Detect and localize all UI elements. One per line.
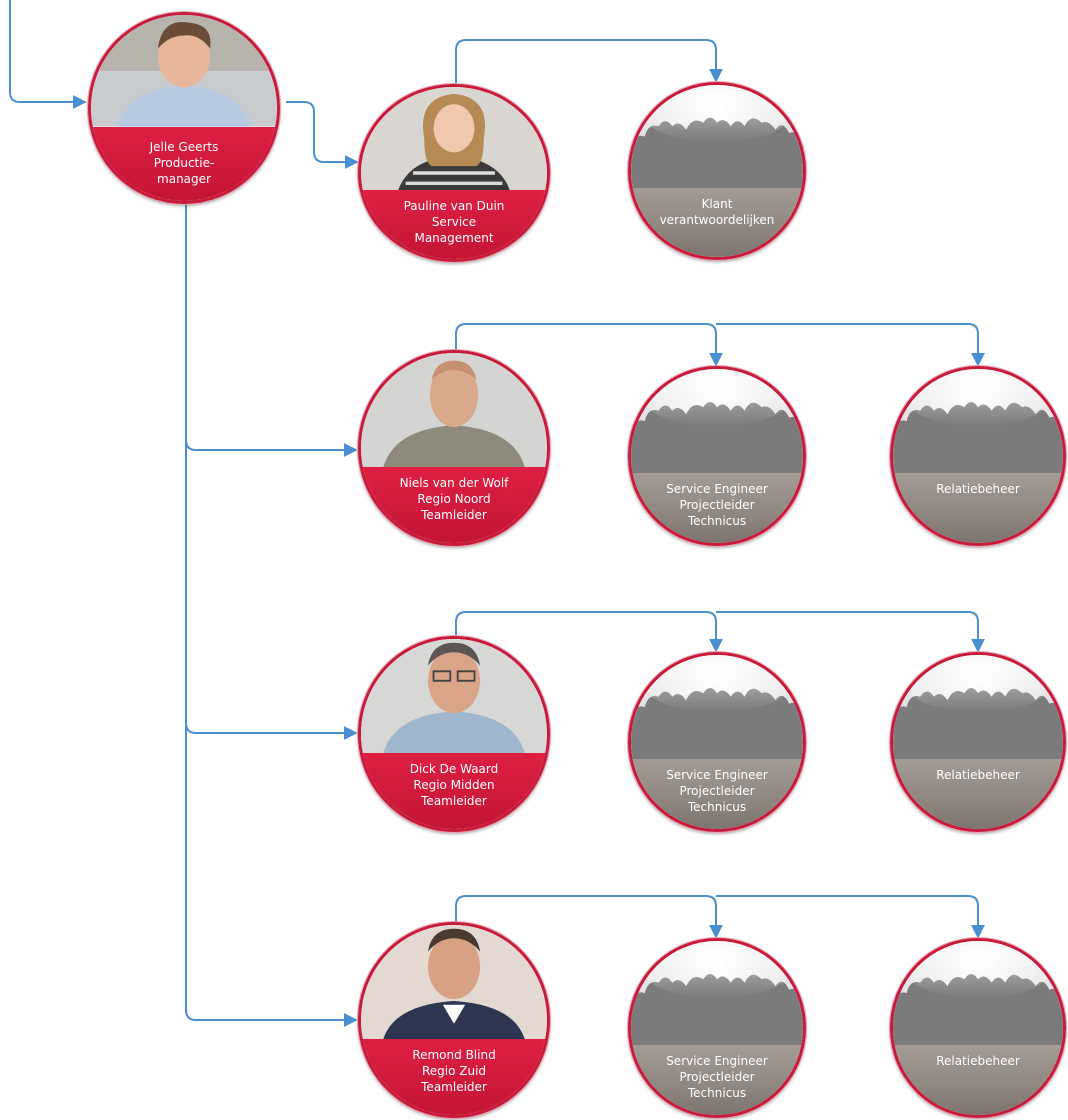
niels-caption: Niels van der Wolf Regio Noord Teamleide…	[361, 467, 547, 543]
group-silhouette-image	[631, 85, 803, 189]
team-line-2: Projectleider	[679, 784, 755, 799]
connector-jelle-pauline	[286, 101, 359, 169]
node-jelle-geerts: Jelle Geerts Productie- manager	[88, 12, 280, 204]
dick-caption: Dick De Waard Regio Midden Teamleider	[361, 753, 547, 829]
dick-photo	[361, 639, 547, 753]
pauline-photo	[361, 87, 547, 191]
pauline-role-2: Management	[414, 231, 494, 246]
remond-caption: Remond Blind Regio Zuid Teamleider	[361, 1039, 547, 1115]
pauline-name: Pauline van Duin	[403, 199, 505, 214]
team-line-2: Projectleider	[679, 1070, 755, 1085]
team-line-3: Technicus	[687, 800, 747, 815]
relatie-caption: Relatiebeheer	[893, 1045, 1063, 1115]
klant-line-1: Klant	[701, 197, 733, 212]
node-remond-blind: Remond Blind Regio Zuid Teamleider	[358, 922, 550, 1118]
jelle-name: Jelle Geerts	[149, 139, 219, 154]
group-silhouette-image	[893, 941, 1063, 1046]
group-silhouette-image	[893, 655, 1063, 760]
connector-jelle-dick	[185, 722, 358, 740]
relatie-line-1: Relatiebeheer	[936, 1054, 1020, 1069]
klant-line-2: verantwoordelijken	[659, 213, 775, 228]
remond-name: Remond Blind	[412, 1048, 496, 1062]
connector-niels-team	[455, 323, 723, 367]
remond-role: Teamleider	[421, 1080, 487, 1094]
node-niels-van-der-wolf: Niels van der Wolf Regio Noord Teamleide…	[358, 350, 550, 546]
group-silhouette-image	[631, 941, 803, 1046]
pauline-role: Service	[431, 215, 477, 230]
niels-region: Regio Noord	[417, 492, 491, 506]
team-line-1: Service Engineer	[666, 482, 768, 497]
node-midden-relatiebeheer: Relatiebeheer	[890, 652, 1066, 832]
dick-role: Teamleider	[421, 794, 487, 808]
group-silhouette-image	[631, 655, 803, 760]
niels-role: Teamleider	[421, 508, 487, 522]
remond-photo	[361, 925, 547, 1039]
relatie-line-1: Relatiebeheer	[936, 482, 1020, 497]
team-line-2: Projectleider	[679, 498, 755, 513]
jelle-caption: Jelle Geerts Productie- manager	[91, 126, 277, 201]
connector-pauline-klant	[455, 39, 723, 84]
node-dick-de-waard: Dick De Waard Regio Midden Teamleider	[358, 636, 550, 832]
remond-region: Regio Zuid	[421, 1064, 487, 1078]
relatie-caption: Relatiebeheer	[893, 759, 1063, 829]
connector-jelle-trunk	[185, 196, 358, 1027]
team-caption: Service Engineer Projectleider Technicus	[631, 473, 803, 543]
klant-caption: Klant verantwoordelijken	[631, 188, 803, 257]
team-line-1: Service Engineer	[666, 768, 768, 783]
team-caption: Service Engineer Projectleider Technicus	[631, 759, 803, 829]
relatie-caption: Relatiebeheer	[893, 473, 1063, 543]
niels-photo	[361, 353, 547, 467]
jelle-role: Productie-	[153, 155, 215, 170]
node-zuid-relatiebeheer: Relatiebeheer	[890, 938, 1066, 1118]
team-line-1: Service Engineer	[666, 1054, 768, 1069]
connector-dick-team	[455, 611, 723, 653]
node-midden-team: Service Engineer Projectleider Technicus	[628, 652, 806, 832]
team-line-3: Technicus	[687, 514, 747, 529]
niels-name: Niels van der Wolf	[399, 476, 509, 490]
jelle-role-2: manager	[157, 171, 211, 186]
relatie-line-1: Relatiebeheer	[936, 768, 1020, 783]
jelle-photo	[91, 15, 277, 127]
connector-remond-relatie	[716, 895, 985, 939]
connector-into-jelle	[9, 0, 87, 109]
group-silhouette-image	[893, 369, 1063, 474]
node-noord-relatiebeheer: Relatiebeheer	[890, 366, 1066, 546]
node-pauline-van-duin: Pauline van Duin Service Management	[358, 84, 550, 262]
team-line-3: Technicus	[687, 1086, 747, 1101]
connector-jelle-niels	[185, 439, 358, 457]
connector-remond-team	[455, 895, 723, 939]
connector-niels-relatie	[716, 323, 985, 367]
pauline-caption: Pauline van Duin Service Management	[361, 190, 547, 259]
node-noord-team: Service Engineer Projectleider Technicus	[628, 366, 806, 546]
dick-region: Regio Midden	[413, 778, 495, 792]
group-silhouette-image	[631, 369, 803, 474]
team-caption: Service Engineer Projectleider Technicus	[631, 1045, 803, 1115]
node-klant-verantwoordelijken: Klant verantwoordelijken	[628, 82, 806, 260]
connector-dick-relatie	[716, 611, 985, 653]
node-zuid-team: Service Engineer Projectleider Technicus	[628, 938, 806, 1118]
dick-name: Dick De Waard	[409, 762, 499, 776]
